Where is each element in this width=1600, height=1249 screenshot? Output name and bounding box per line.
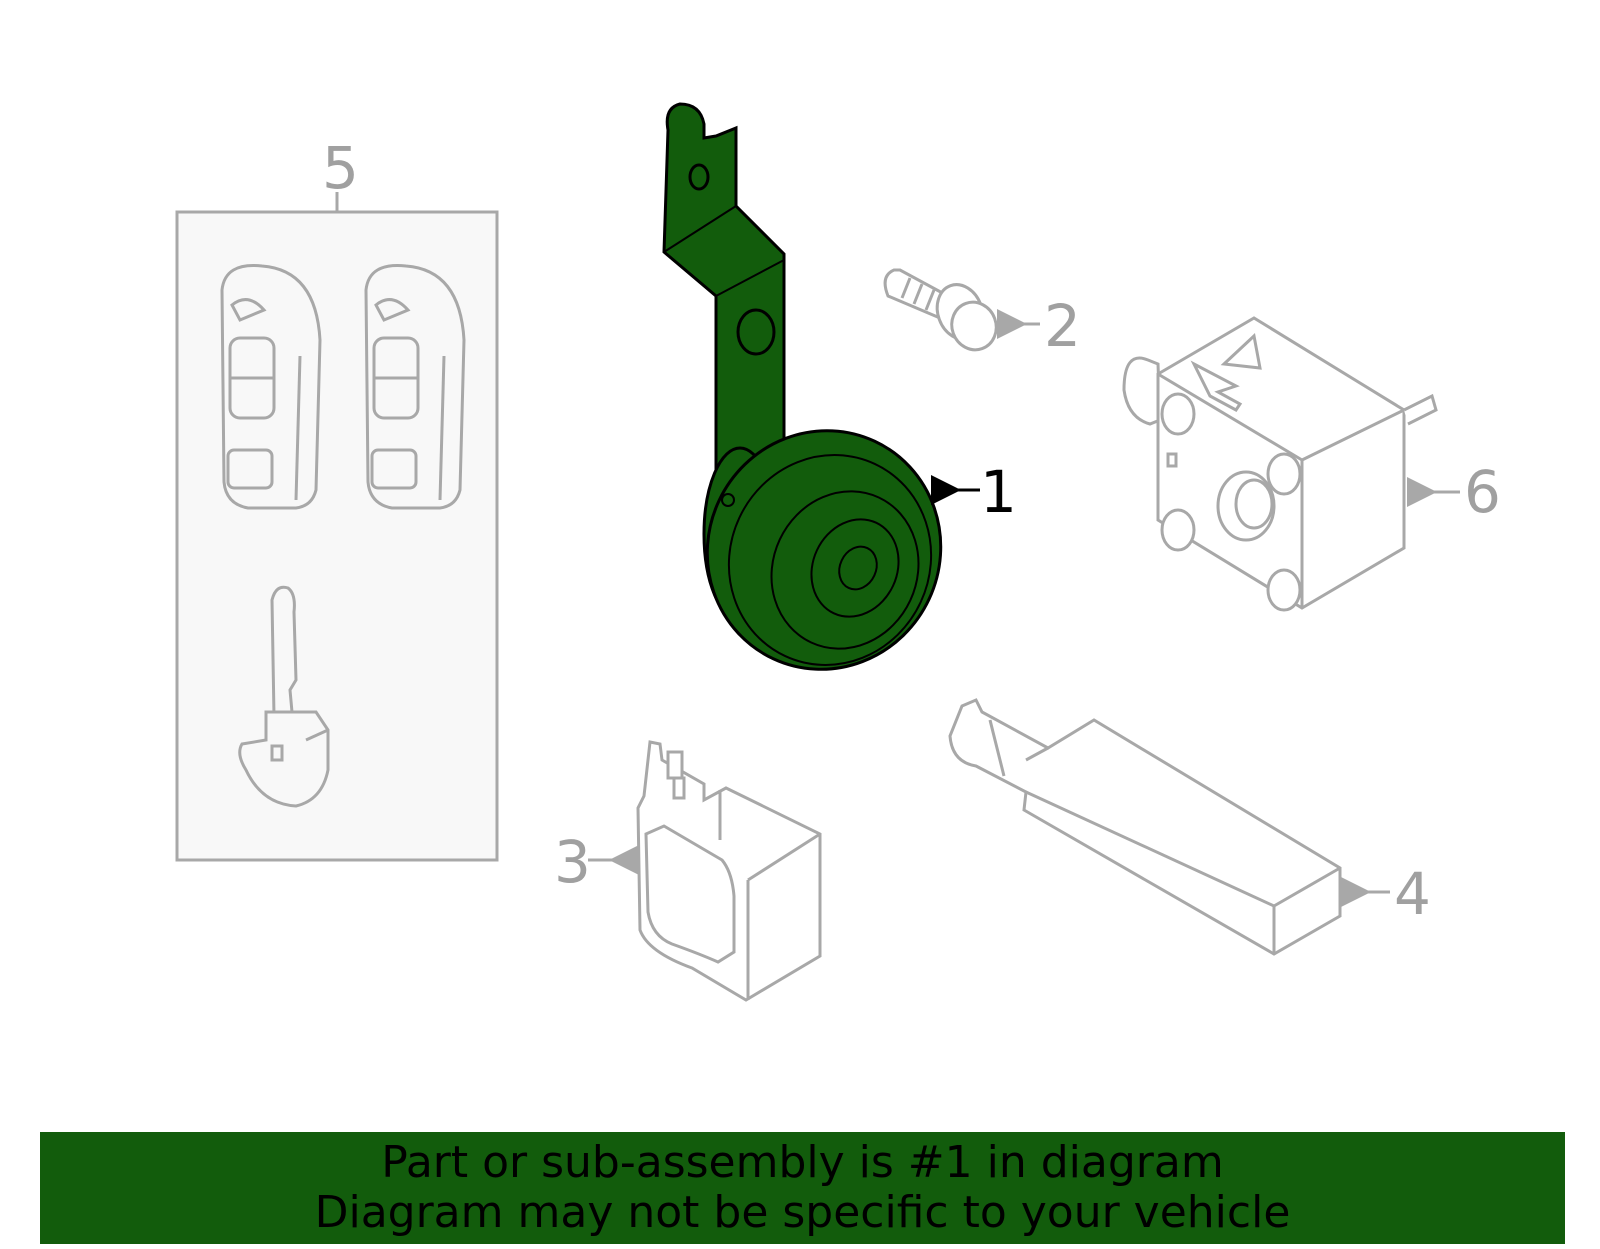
horn-bracket xyxy=(662,102,786,534)
part-2-bolt[interactable] xyxy=(883,268,1003,356)
horn-nut xyxy=(736,308,776,356)
horn-body-outer xyxy=(705,429,943,671)
key-fob-1[interactable] xyxy=(220,264,322,510)
callout-6: 6 xyxy=(1464,458,1501,526)
horn-ring-1 xyxy=(770,490,920,650)
horn-center xyxy=(838,545,878,591)
part-1-horn-assembly[interactable] xyxy=(662,102,980,708)
callout-4: 4 xyxy=(1394,860,1431,928)
emergency-key-blade[interactable] xyxy=(238,585,330,808)
callout-5: 5 xyxy=(322,134,359,202)
callout-2: 2 xyxy=(1044,292,1081,360)
part-4-antenna[interactable] xyxy=(948,698,1342,956)
part-5-key-set[interactable] xyxy=(175,192,499,862)
horn-ring-2 xyxy=(810,518,900,618)
banner-line-1: Part or sub-assembly is #1 in diagram xyxy=(381,1137,1224,1188)
info-banner: Part or sub-assembly is #1 in diagram Di… xyxy=(40,1132,1565,1244)
horn-rim xyxy=(727,454,933,666)
callout-1: 1 xyxy=(980,458,1017,526)
part-6-module[interactable] xyxy=(1122,316,1438,612)
part-3-control-unit[interactable] xyxy=(636,740,822,1002)
callout-3: 3 xyxy=(554,828,591,896)
key-fob-2[interactable] xyxy=(364,264,466,510)
banner-line-2: Diagram may not be specific to your vehi… xyxy=(314,1187,1291,1238)
